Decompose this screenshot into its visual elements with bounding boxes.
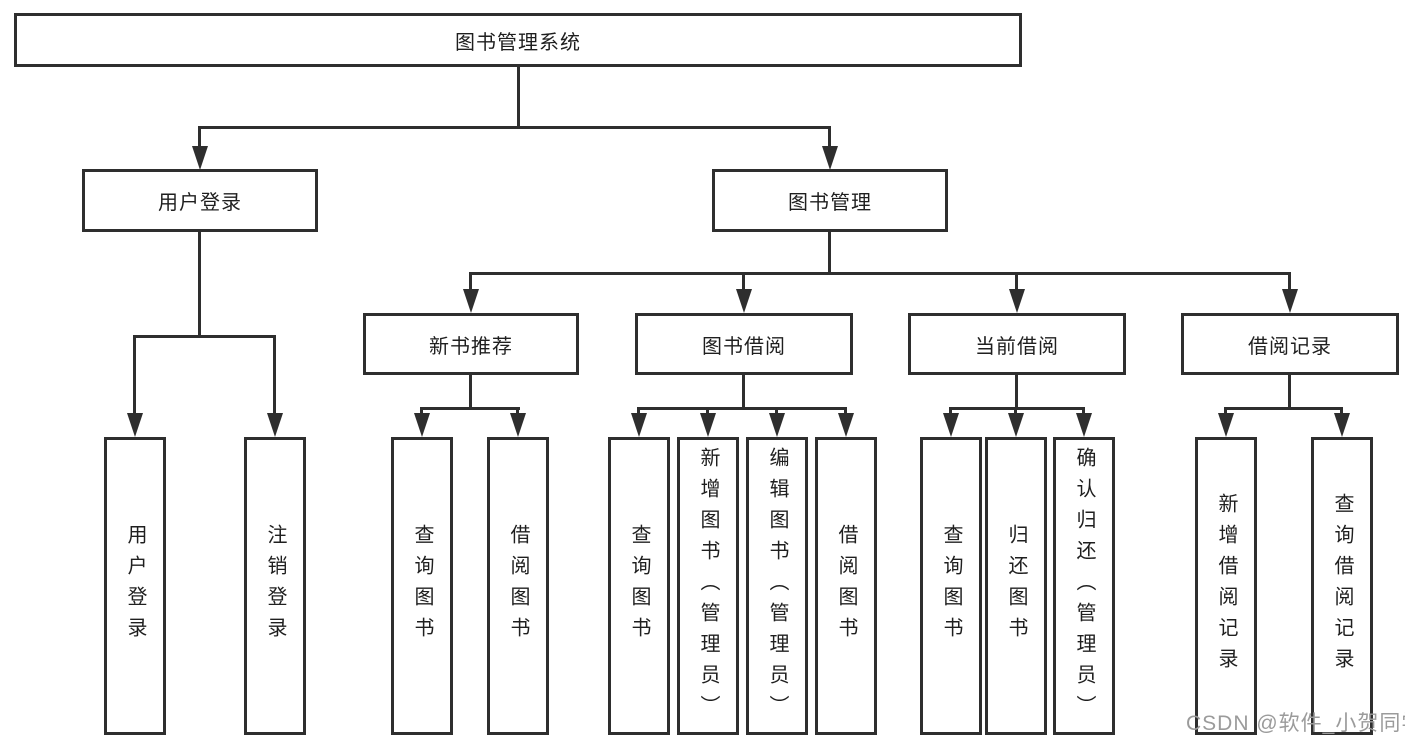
- node-borrow-books-recommend: 借阅图书: [487, 437, 549, 735]
- arrowhead-down-icon: [631, 413, 647, 437]
- node-logout: 注销登录: [244, 437, 306, 735]
- connector-line: [1015, 272, 1018, 291]
- connector-line: [637, 407, 847, 410]
- node-label: 确认归还（管理员）: [1073, 446, 1095, 726]
- node-label: 图书管理系统: [455, 31, 581, 54]
- connector-line: [1014, 407, 1017, 415]
- connector-line: [1082, 407, 1085, 415]
- arrowhead-down-icon: [1334, 413, 1350, 437]
- node-label: 查询借阅记录: [1331, 493, 1353, 679]
- node-book-management: 图书管理: [712, 169, 948, 232]
- arrowhead-down-icon: [1008, 413, 1024, 437]
- node-current-borrowing: 当前借阅: [908, 313, 1126, 375]
- node-borrowing-records: 借阅记录: [1181, 313, 1399, 375]
- arrowhead-down-icon: [822, 146, 838, 170]
- node-label: 编辑图书（管理员）: [766, 446, 788, 726]
- connector-line: [1288, 272, 1291, 291]
- node-label: 借阅图书: [835, 524, 857, 648]
- connector-line: [828, 230, 831, 275]
- connector-line: [828, 126, 831, 148]
- arrowhead-down-icon: [736, 289, 752, 313]
- node-label: 查询图书: [411, 524, 433, 648]
- connector-line: [517, 66, 520, 128]
- arrowhead-down-icon: [838, 413, 854, 437]
- node-label: 图书借阅: [702, 335, 786, 358]
- node-library-management-system: 图书管理系统: [14, 13, 1022, 67]
- node-add-book-admin: 新增图书（管理员）: [677, 437, 739, 735]
- connector-line: [949, 407, 1085, 410]
- connector-line: [133, 335, 276, 338]
- connector-line: [273, 335, 276, 413]
- node-borrow-books-borrowing: 借阅图书: [815, 437, 877, 735]
- connector-line: [742, 373, 745, 409]
- connector-line: [1015, 373, 1018, 409]
- node-label: 新增借阅记录: [1215, 493, 1237, 679]
- node-label: 查询图书: [628, 524, 650, 648]
- arrowhead-down-icon: [510, 413, 526, 437]
- connector-line: [469, 272, 1291, 275]
- connector-line: [469, 373, 472, 409]
- arrowhead-down-icon: [769, 413, 785, 437]
- node-label: 归还图书: [1005, 524, 1027, 648]
- node-label: 图书管理: [788, 192, 872, 214]
- node-label: 借阅图书: [507, 524, 529, 648]
- connector-line: [1340, 407, 1343, 415]
- connector-line: [198, 230, 201, 337]
- connector-line: [133, 335, 136, 413]
- arrowhead-down-icon: [463, 289, 479, 313]
- node-query-borrow-record: 查询借阅记录: [1311, 437, 1373, 735]
- arrowhead-down-icon: [700, 413, 716, 437]
- arrowhead-down-icon: [943, 413, 959, 437]
- node-query-books-current: 查询图书: [920, 437, 982, 735]
- connector-line: [469, 272, 472, 291]
- node-label: 新增图书（管理员）: [697, 446, 719, 726]
- node-label: 注销登录: [264, 524, 286, 648]
- connector-line: [775, 407, 778, 415]
- node-add-borrow-record: 新增借阅记录: [1195, 437, 1257, 735]
- connector-line: [516, 407, 519, 415]
- node-label: 用户登录: [158, 192, 242, 214]
- connector-line: [420, 407, 423, 415]
- connector-line: [949, 407, 952, 415]
- node-user-login: 用户登录: [82, 169, 318, 232]
- node-new-book-recommendation: 新书推荐: [363, 313, 579, 375]
- connector-line: [1288, 373, 1291, 409]
- connector-line: [198, 126, 831, 129]
- connector-line: [742, 272, 745, 291]
- arrowhead-down-icon: [1218, 413, 1234, 437]
- connector-line: [637, 407, 640, 415]
- node-book-borrowing: 图书借阅: [635, 313, 853, 375]
- node-query-books-recommend: 查询图书: [391, 437, 453, 735]
- node-query-books-borrowing: 查询图书: [608, 437, 670, 735]
- connector-line: [844, 407, 847, 415]
- node-label: 新书推荐: [429, 335, 513, 358]
- arrowhead-down-icon: [1009, 289, 1025, 313]
- connector-line: [198, 126, 201, 148]
- connector-line: [1224, 407, 1343, 410]
- node-label: 当前借阅: [975, 335, 1059, 358]
- arrowhead-down-icon: [127, 413, 143, 437]
- node-confirm-return-admin: 确认归还（管理员）: [1053, 437, 1115, 735]
- arrowhead-down-icon: [192, 146, 208, 170]
- node-edit-book-admin: 编辑图书（管理员）: [746, 437, 808, 735]
- node-return-books: 归还图书: [985, 437, 1047, 735]
- connector-line: [420, 407, 520, 410]
- arrowhead-down-icon: [414, 413, 430, 437]
- node-label: 查询图书: [940, 524, 962, 648]
- arrowhead-down-icon: [1282, 289, 1298, 313]
- node-user-login-leaf: 用户登录: [104, 437, 166, 735]
- connector-line: [706, 407, 709, 415]
- arrowhead-down-icon: [267, 413, 283, 437]
- connector-line: [1224, 407, 1227, 415]
- arrowhead-down-icon: [1076, 413, 1092, 437]
- node-label: 借阅记录: [1248, 335, 1332, 358]
- node-label: 用户登录: [124, 524, 146, 648]
- watermark: CSDN @软件_小贺同学: [1186, 712, 1405, 735]
